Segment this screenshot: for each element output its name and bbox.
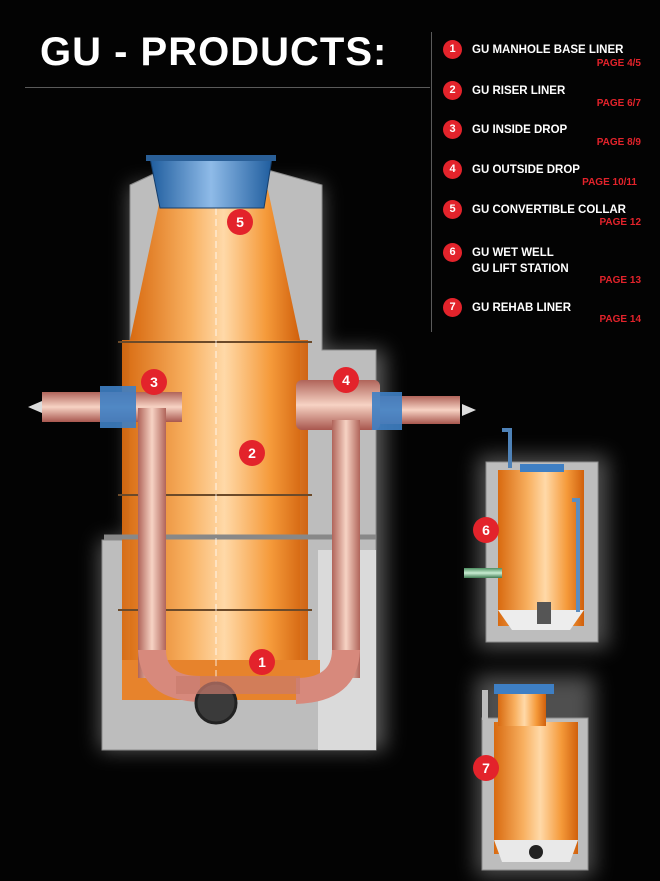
legend-badge: 5 — [443, 200, 462, 219]
legend-page-ref: PAGE 13 — [599, 275, 642, 286]
legend-page-ref: PAGE 6/7 — [596, 98, 641, 109]
legend-page-ref: PAGE 4/5 — [596, 58, 641, 69]
title-divider — [25, 87, 430, 88]
legend-item-rehab-liner[interactable]: 7 GU REHAB LINER PAGE 14 — [443, 298, 655, 334]
legend-badge: 1 — [443, 40, 462, 59]
legend-item-wet-well[interactable]: 6 GU WET WELL GU LIFT STATION PAGE 13 — [443, 243, 655, 289]
callout-5[interactable]: 5 — [227, 209, 253, 235]
callout-3-label: 3 — [150, 374, 158, 390]
legend-divider — [431, 32, 432, 332]
callout-7-label: 7 — [482, 760, 490, 776]
callout-2-label: 2 — [248, 445, 256, 461]
legend-item-manhole-base-liner[interactable]: 1 GU MANHOLE BASE LINER PAGE 4/5 — [443, 40, 655, 76]
legend-label: GU OUTSIDE DROP — [472, 164, 580, 176]
legend-page-ref: PAGE 12 — [599, 217, 642, 228]
legend-page-ref: PAGE 10/11 — [582, 177, 637, 188]
legend-item-outside-drop[interactable]: 4 GU OUTSIDE DROP PAGE 10/11 — [443, 160, 655, 196]
callout-7[interactable]: 7 — [473, 755, 499, 781]
rehab-liner-illustration — [476, 676, 594, 876]
callout-4[interactable]: 4 — [333, 367, 359, 393]
callout-5-label: 5 — [236, 214, 244, 230]
callout-2[interactable]: 2 — [239, 440, 265, 466]
legend-badge: 3 — [443, 120, 462, 139]
callout-3[interactable]: 3 — [141, 369, 167, 395]
legend-label: GU WET WELL GU LIFT STATION — [472, 247, 569, 275]
callout-markers: 1 2 3 4 5 6 7 — [141, 209, 499, 781]
legend-item-inside-drop[interactable]: 3 GU INSIDE DROP PAGE 8/9 — [443, 120, 655, 156]
legend-label: GU INSIDE DROP — [472, 124, 568, 136]
callout-6[interactable]: 6 — [473, 517, 499, 543]
legend-item-riser-liner[interactable]: 2 GU RISER LINER PAGE 6/7 — [443, 81, 655, 117]
legend-page-ref: PAGE 14 — [599, 314, 642, 325]
legend-label: GU REHAB LINER — [472, 302, 572, 314]
page-title: GU - PRODUCTS: — [40, 30, 388, 74]
legend-badge: 7 — [443, 298, 462, 317]
callout-6-label: 6 — [482, 522, 490, 538]
legend-label: GU CONVERTIBLE COLLAR — [472, 204, 626, 216]
callout-4-label: 4 — [342, 372, 350, 388]
callout-1[interactable]: 1 — [249, 649, 275, 675]
legend-badge: 6 — [443, 243, 462, 262]
legend-badge: 2 — [443, 81, 462, 100]
callout-1-label: 1 — [258, 654, 266, 670]
legend-badge: 4 — [443, 160, 462, 179]
wet-well-illustration — [464, 428, 608, 648]
legend-page-ref: PAGE 8/9 — [596, 137, 641, 148]
legend-item-convertible-collar[interactable]: 5 GU CONVERTIBLE COLLAR PAGE 12 — [443, 200, 655, 236]
legend-label: GU RISER LINER — [472, 85, 566, 97]
legend-label: GU MANHOLE BASE LINER — [472, 44, 624, 56]
